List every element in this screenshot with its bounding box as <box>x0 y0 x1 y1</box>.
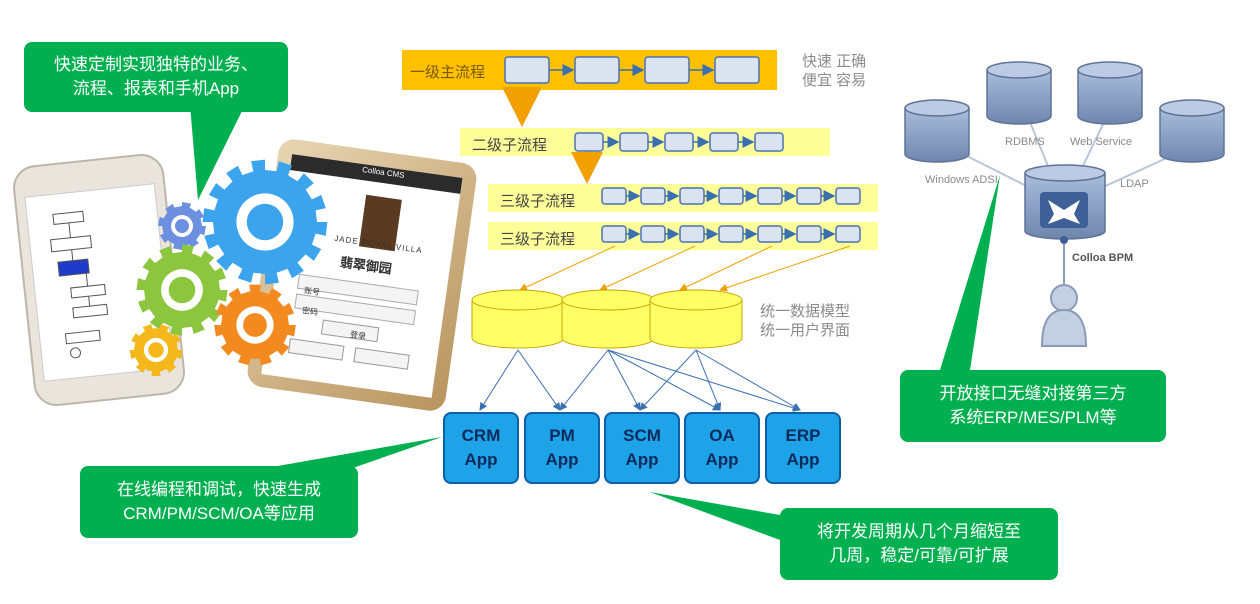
app-crm-name: CRM <box>461 426 501 445</box>
callout-bottom-left-line2: CRM/PM/SCM/OA等应用 <box>123 504 315 523</box>
level3b-step-3 <box>679 225 705 243</box>
user-icon <box>1040 284 1088 347</box>
level3b-step-4 <box>718 225 744 243</box>
callout-bottom-left: 在线编程和调试，快速生成 CRM/PM/SCM/OA等应用 <box>80 466 358 538</box>
app-erp-suffix: App <box>786 450 820 469</box>
gears-group <box>129 159 328 376</box>
level1-step-2 <box>574 56 620 84</box>
unified-note-line1: 统一数据模型 <box>760 303 851 320</box>
level3a-step-3 <box>679 187 705 205</box>
level3a-step-6 <box>796 187 822 205</box>
callout-right-line1: 开放接口无缝对接第三方 <box>939 384 1127 403</box>
level3a-step-7 <box>835 187 861 205</box>
db-cylinder-3-top <box>649 289 743 311</box>
gear-icon-green <box>136 244 228 336</box>
app-pm-name: PM <box>549 426 575 445</box>
server-icons <box>904 61 1225 240</box>
gear-icon-blue-small <box>158 202 206 250</box>
callout-right: 开放接口无缝对接第三方 系统ERP/MES/PLM等 <box>900 370 1166 442</box>
gear-icon-yellow <box>129 324 183 376</box>
level2-step-3 <box>664 132 694 152</box>
app-erp[interactable]: ERP App <box>765 412 841 484</box>
level3a-label: 三级子流程 <box>500 193 576 210</box>
phone-login-button[interactable]: 登录 <box>349 329 367 342</box>
callout-top-left: 快速定制实现独特的业务、 流程、报表和手机App <box>24 42 288 112</box>
colloa-logo-icon <box>1040 192 1088 244</box>
level3b-step-2 <box>640 225 666 243</box>
level2-step-4 <box>709 132 739 152</box>
phone-account-label: 账号 <box>303 285 321 298</box>
callout-top-left-line1: 快速定制实现独特的业务、 <box>54 55 258 74</box>
server-icon-ldap <box>1159 99 1225 163</box>
app-oa[interactable]: OA App <box>684 412 760 484</box>
speed-note: 快速 正确 便宜 容易 <box>802 52 866 90</box>
server-label-windows-adsi: Windows ADSI <box>925 174 998 186</box>
unified-note-line2: 统一用户界面 <box>760 322 851 339</box>
callout-bottom-center-line2: 几周，稳定/可靠/可扩展 <box>829 546 1009 565</box>
server-label-ldap: LDAP <box>1120 178 1149 190</box>
db-cylinder-2-top <box>561 289 655 311</box>
app-scm-suffix: App <box>625 450 659 469</box>
db-cylinder-1 <box>471 300 565 349</box>
app-oa-suffix: App <box>705 450 739 469</box>
app-oa-name: OA <box>709 426 735 445</box>
flow-steps <box>504 56 861 243</box>
callout-right-line2: 系统ERP/MES/PLM等 <box>949 408 1117 427</box>
server-icon-web-service <box>1077 61 1143 125</box>
app-crm[interactable]: CRM App <box>443 412 519 484</box>
level1-step-1 <box>504 56 550 84</box>
level3b-step-7 <box>835 225 861 243</box>
callout-bottom-center-line1: 将开发周期从几个月缩短至 <box>817 522 1021 541</box>
app-crm-suffix: App <box>464 450 498 469</box>
gear-icon-orange <box>214 284 296 366</box>
app-scm-name: SCM <box>623 426 661 445</box>
level2-step-2 <box>619 132 649 152</box>
speed-note-line2: 便宜 容易 <box>802 72 867 89</box>
level3b-step-6 <box>796 225 822 243</box>
level2-step-1 <box>574 132 604 152</box>
server-icon-rdbms <box>986 61 1052 125</box>
db-cylinder-3 <box>649 300 743 349</box>
db-cylinder-2 <box>561 300 655 349</box>
level3b-step-5 <box>757 225 783 243</box>
speed-note-line1: 快速 正确 <box>802 53 867 70</box>
level3a-step-2 <box>640 187 666 205</box>
level3b-step-1 <box>601 225 627 243</box>
level1-step-4 <box>714 56 760 84</box>
phone-password-label: 密码 <box>301 305 319 318</box>
app-pm[interactable]: PM App <box>524 412 600 484</box>
server-label-web-service: Web Service <box>1070 136 1133 148</box>
callout-bottom-left-line1: 在线编程和调试，快速生成 <box>117 480 321 499</box>
app-pm-suffix: App <box>545 450 579 469</box>
db-cylinder-1-top <box>471 289 565 311</box>
app-scm[interactable]: SCM App <box>604 412 680 484</box>
server-icon-windows-adsi <box>904 99 970 163</box>
unified-data-stores <box>471 289 743 349</box>
callout-bottom-center: 将开发周期从几个月缩短至 几周，稳定/可靠/可扩展 <box>780 508 1058 580</box>
callout-tail-bottom-center <box>650 492 780 540</box>
app-erp-name: ERP <box>785 426 821 445</box>
callout-tail-right <box>940 175 1000 370</box>
level3-to-db-links <box>519 245 851 292</box>
callout-tail-top-left <box>190 105 245 200</box>
level2-label: 二级子流程 <box>472 137 548 154</box>
callout-top-left-line2: 流程、报表和手机App <box>72 79 240 98</box>
server-label-core: Colloa BPM <box>1072 252 1134 264</box>
level3a-step-1 <box>601 187 627 205</box>
server-label-rdbms: RDBMS <box>1005 136 1045 148</box>
level1-label: 一级主流程 <box>410 64 486 81</box>
level2-step-5 <box>754 132 784 152</box>
level3b-label: 三级子流程 <box>500 231 576 248</box>
level1-step-3 <box>644 56 690 84</box>
level3a-step-5 <box>757 187 783 205</box>
unified-note: 统一数据模型 统一用户界面 <box>760 302 850 340</box>
level3a-step-4 <box>718 187 744 205</box>
gear-icon-blue-large <box>202 159 328 285</box>
db-to-app-links <box>479 349 801 412</box>
